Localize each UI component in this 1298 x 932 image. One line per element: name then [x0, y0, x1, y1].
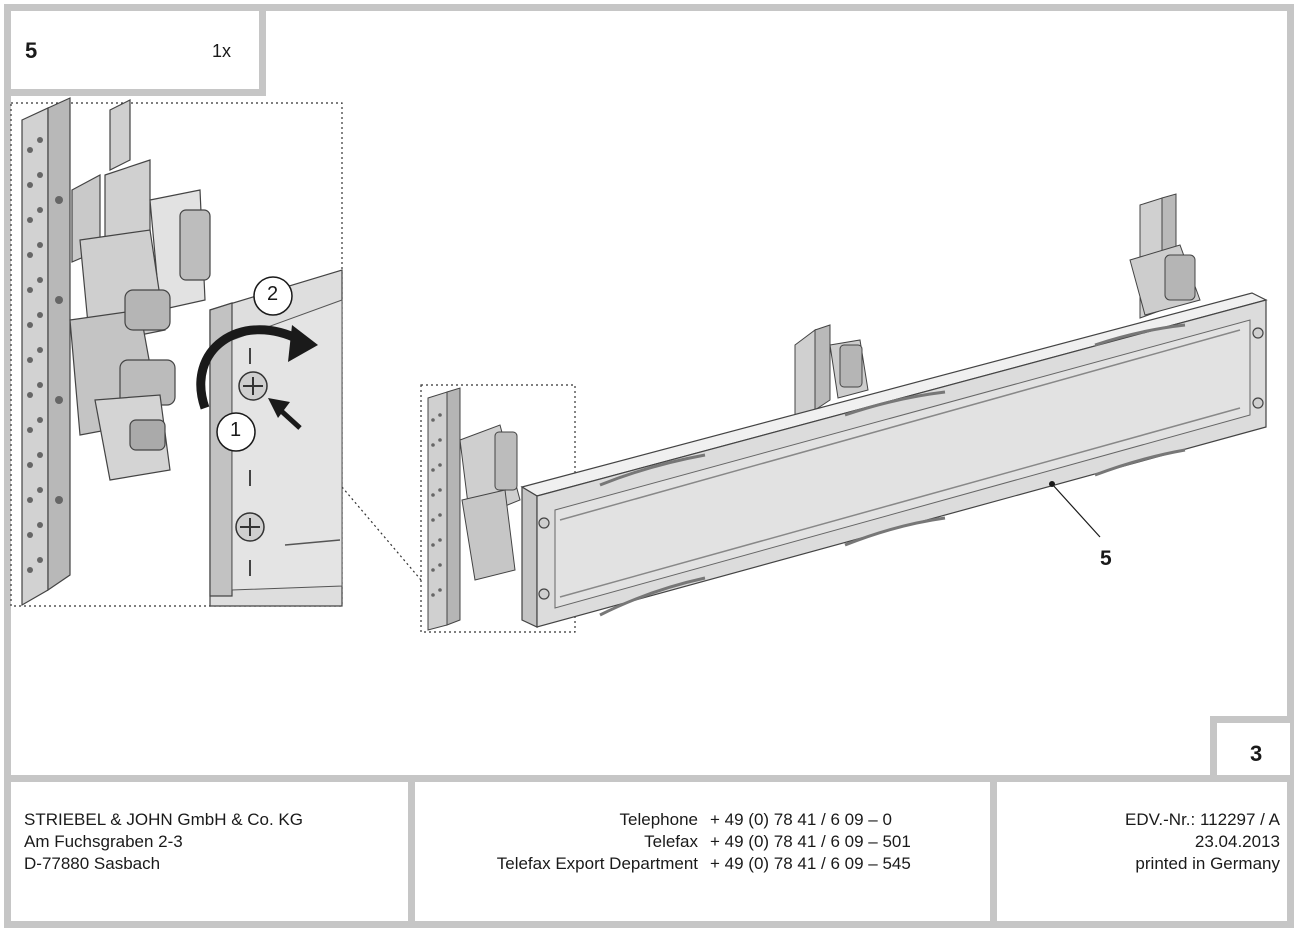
rotate-arrow-icon — [196, 325, 318, 410]
contact-label: Telephone — [619, 810, 698, 829]
footer-column-divider — [990, 782, 997, 928]
detail-frame — [10, 102, 343, 607]
contact-row: Telefax Export Department + 49 (0) 78 41… — [430, 853, 970, 875]
contact-row: Telefax + 49 (0) 78 41 / 6 09 – 501 — [430, 831, 970, 853]
zoom-link-line — [341, 486, 422, 581]
detail-brackets — [69, 99, 211, 481]
middle-bracket — [794, 324, 869, 416]
company-city: D-77880 Sasbach — [24, 854, 161, 873]
step-1-circle — [216, 412, 256, 452]
company-address: STRIEBEL & JOHN GmbH & Co. KG Am Fuchsgr… — [24, 809, 303, 875]
footer-column-divider — [408, 782, 415, 928]
contact-row: Telephone + 49 (0) 78 41 / 6 09 – 0 — [430, 809, 970, 831]
contact-label: Telefax — [644, 832, 698, 851]
step-1-label: 1 — [230, 419, 242, 441]
document-number: EDV.-Nr.: 112297 / A — [1125, 810, 1280, 829]
page-number: 3 — [1250, 741, 1263, 766]
front-panel-part-5 — [520, 292, 1268, 628]
contact-value: + 49 (0) 78 41 / 6 09 – 501 — [710, 832, 911, 851]
contact-label: Telefax Export Department — [496, 854, 698, 873]
contact-value: + 49 (0) 78 41 / 6 09 – 545 — [710, 854, 911, 873]
company-name: STRIEBEL & JOHN GmbH & Co. KG — [24, 810, 303, 829]
part-quantity: 1x — [212, 41, 232, 61]
item-5-label: 5 — [1100, 547, 1112, 570]
page-frame — [4, 4, 1294, 928]
contact-value: + 49 (0) 78 41 / 6 09 – 0 — [710, 810, 892, 829]
push-arrow-icon — [268, 398, 302, 430]
detail-panel — [209, 269, 343, 607]
document-info: EDV.-Nr.: 112297 / A 23.04.2013 printed … — [1125, 809, 1280, 875]
print-origin: printed in Germany — [1135, 854, 1280, 873]
main-rail — [427, 387, 521, 631]
company-street: Am Fuchsgraben 2-3 — [24, 832, 183, 851]
detail-rail — [21, 97, 71, 607]
zoom-frame — [420, 384, 576, 633]
leader-line — [1051, 483, 1101, 538]
page-number-box: 3 — [1210, 716, 1290, 782]
part-number: 5 — [25, 38, 38, 63]
right-bracket — [1129, 193, 1201, 319]
parts-list-box: 5 1x — [11, 11, 266, 96]
step-2-label: 2 — [267, 283, 279, 305]
document-date: 23.04.2013 — [1194, 832, 1280, 851]
step-2-circle — [253, 276, 293, 316]
leader-dot — [1049, 481, 1055, 487]
contact-info: Telephone + 49 (0) 78 41 / 6 09 – 0 Tele… — [430, 809, 970, 875]
footer-divider — [4, 775, 1294, 782]
